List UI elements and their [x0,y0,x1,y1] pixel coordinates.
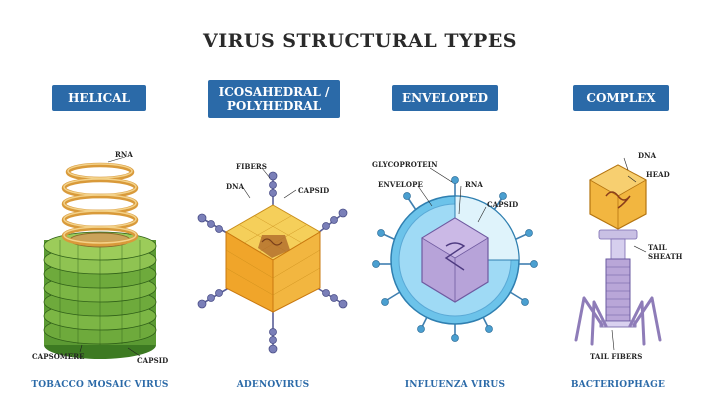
caption-adenovirus: ADENOVIRUS [236,380,310,390]
enveloped-virus-illustration [372,167,538,342]
complex-virus-illustration [574,157,662,351]
badge-enveloped: ENVELOPED [392,85,498,111]
label-env-rna: RNA [465,180,483,189]
label-complex-dna: DNA [638,151,657,160]
label-icosa-dna: DNA [226,182,245,191]
label-complex-tail-sheath: TAIL SHEATH [648,243,683,261]
badge-icosahedral: ICOSAHEDRAL / POLYHEDRAL [208,80,340,118]
caption-influenza-virus: INFLUENZA VIRUS [404,380,506,390]
label-helical-capsomere: CAPSOMERE [32,352,85,361]
icosahedral-virus-illustration [197,167,348,354]
helical-capsid [43,231,157,359]
label-helical-capsid: CAPSID [137,356,169,365]
badge-complex: COMPLEX [573,85,669,111]
label-env-envelope: ENVELOPE [378,180,423,189]
label-env-capsid: CAPSID [487,200,519,209]
label-icosa-fibers: FIBERS [236,162,267,171]
helical-virus-illustration [43,156,157,359]
caption-tobacco-mosaic-virus: TOBACCO MOSAIC VIRUS [31,380,169,390]
label-complex-head: HEAD [646,170,670,179]
caption-bacteriophage: BACTERIOPHAGE [570,380,666,390]
label-helical-rna: RNA [115,150,133,159]
label-complex-tail-fibers: TAIL FIBERS [590,352,643,361]
label-icosa-capsid: CAPSID [298,186,330,195]
label-env-glycoprotein: GLYCOPROTEIN [372,160,438,169]
badge-helical: HELICAL [52,85,146,111]
page-title: VIRUS STRUCTURAL TYPES [202,30,518,52]
